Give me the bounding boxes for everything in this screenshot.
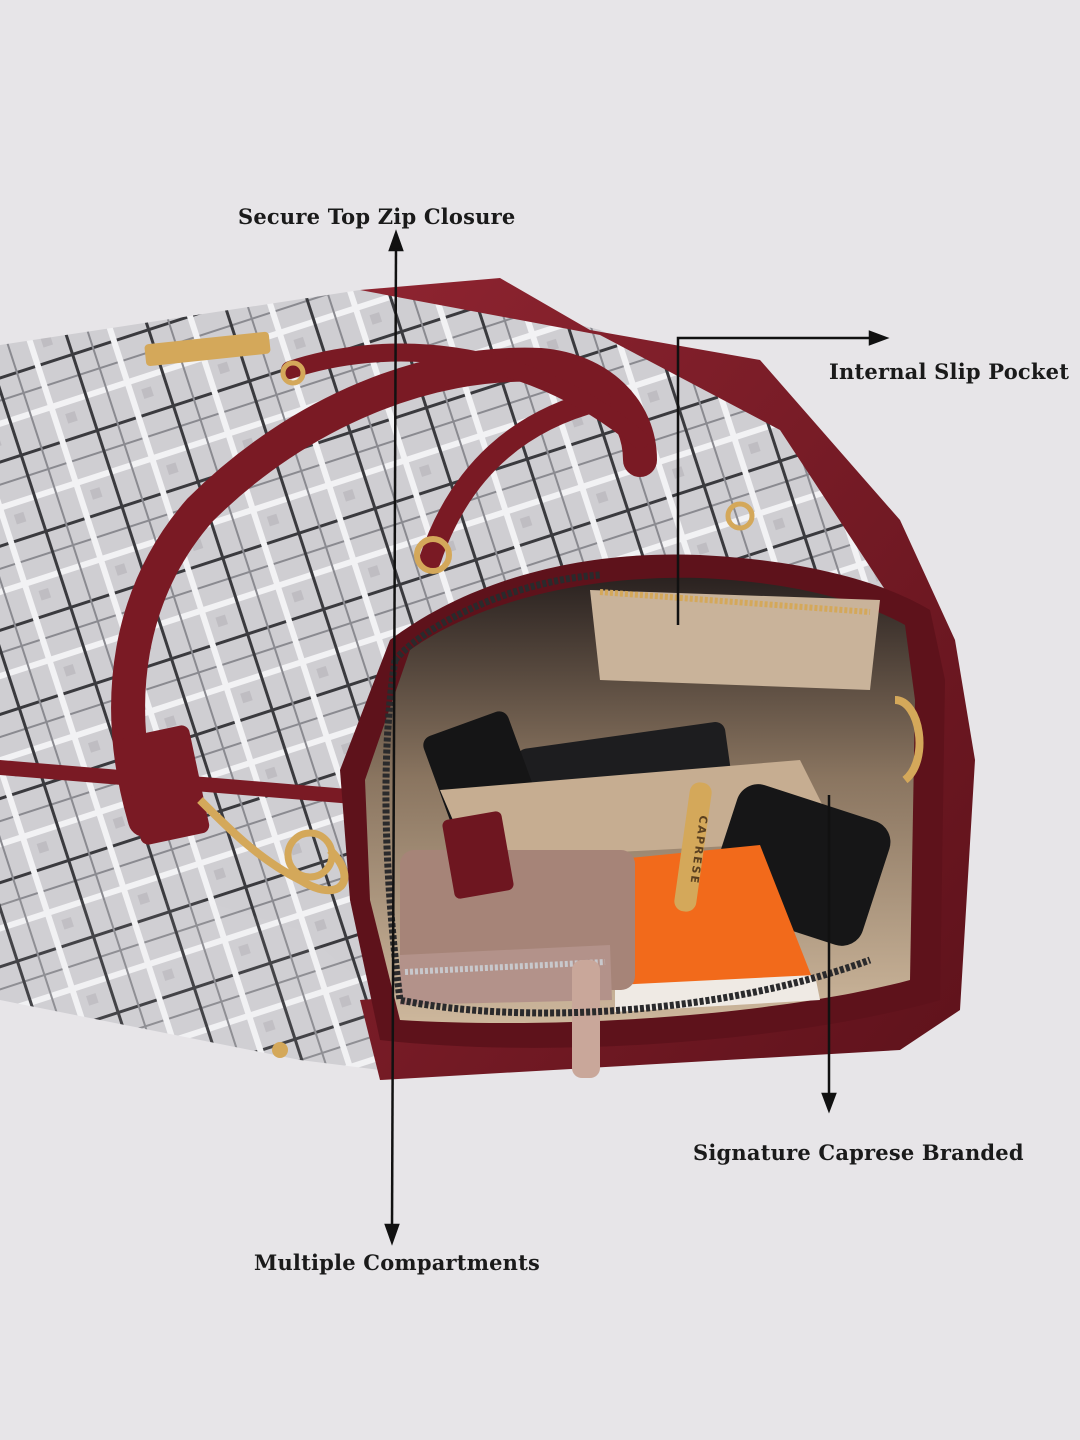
callout-secure-top-zip-closure: Secure Top Zip Closure bbox=[238, 204, 516, 229]
arrow-down-icon bbox=[384, 1223, 400, 1246]
arrow-down-icon bbox=[821, 1092, 837, 1114]
bag-handles bbox=[111, 343, 657, 899]
bag-contents: CAPRESE bbox=[400, 711, 891, 1078]
callout-signature-caprese-branded: Signature Caprese Branded bbox=[693, 1140, 1024, 1165]
arrow-up-icon bbox=[388, 229, 404, 252]
top-zip-closure bbox=[382, 571, 872, 1017]
callout-multiple-compartments: Multiple Compartments bbox=[254, 1250, 541, 1275]
zip-compartment-line bbox=[390, 244, 398, 1229]
arrow-right-icon bbox=[868, 330, 890, 346]
callout-lines bbox=[384, 229, 890, 1246]
slip-pocket-line bbox=[676, 336, 878, 625]
callout-internal-slip-pocket: Internal Slip Pocket bbox=[829, 359, 1070, 384]
internal-slip-pocket bbox=[590, 589, 880, 690]
gold-hardware bbox=[144, 331, 924, 1058]
burgundy-side-panel bbox=[360, 278, 975, 1080]
